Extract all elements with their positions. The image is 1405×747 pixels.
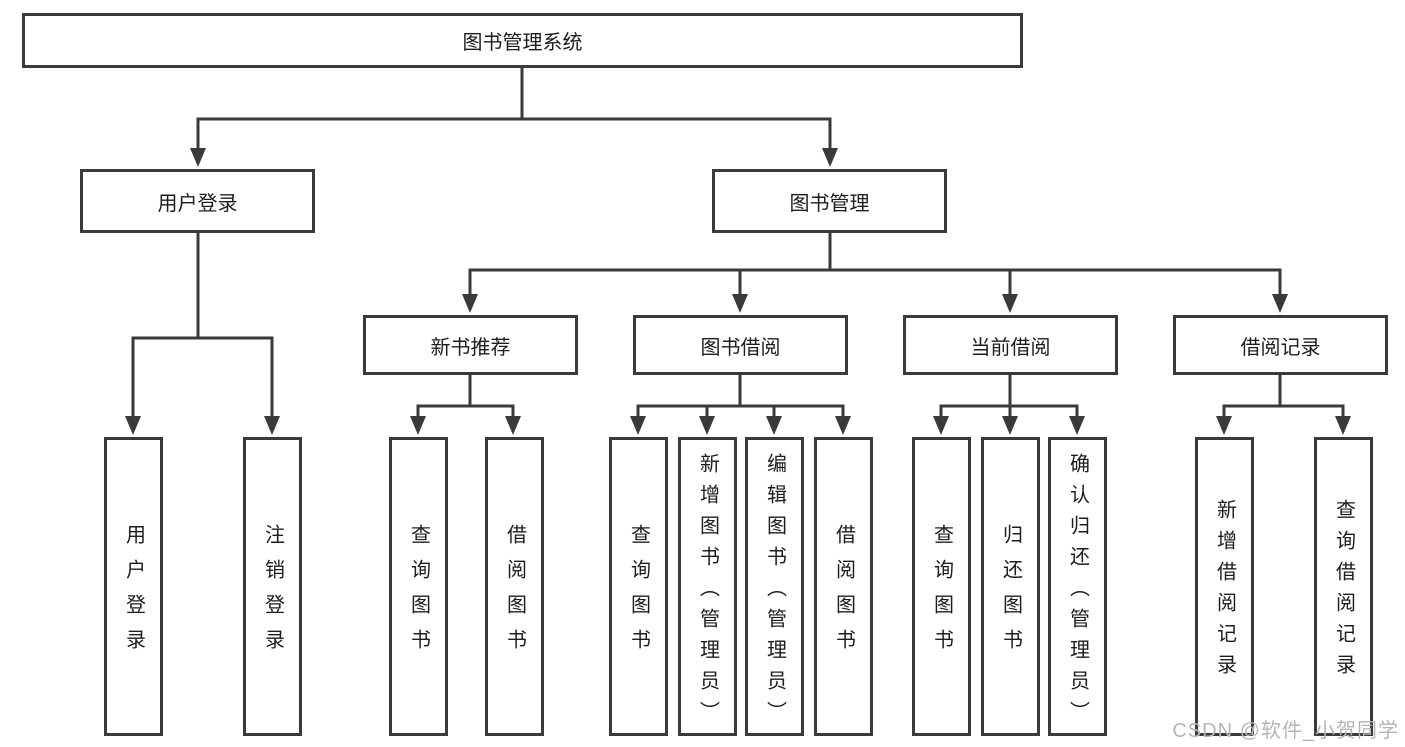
node-new-book-recommend: 新书推荐	[363, 315, 578, 375]
leaf-logout: 注销登录	[243, 437, 302, 736]
leaf-query-books-1: 查询图书	[389, 437, 448, 736]
connector-new-book-group	[416, 373, 515, 420]
arrowheads	[125, 148, 1351, 435]
leaf-user-login-label: 用户登录	[122, 524, 145, 664]
node-current-borrow-label: 当前借阅	[970, 336, 1051, 359]
connector-current-borrow-group	[939, 373, 1079, 420]
leaf-edit-books-admin: 编辑图书（管理员）	[745, 437, 804, 736]
leaf-borrow-books-2-label: 借阅图书	[832, 524, 855, 664]
node-root: 图书管理系统	[22, 13, 1023, 68]
leaf-query-books-1-label: 查询图书	[407, 524, 430, 664]
node-borrow-records-label: 借阅记录	[1240, 336, 1321, 359]
leaf-query-books-3-label: 查询图书	[930, 524, 953, 664]
connector-borrow-record-group	[1222, 373, 1345, 420]
node-borrow-records: 借阅记录	[1173, 315, 1388, 375]
leaf-borrow-books-1-label: 借阅图书	[503, 524, 526, 664]
leaf-user-login: 用户登录	[104, 437, 163, 736]
node-root-label: 图书管理系统	[462, 32, 583, 54]
leaf-query-borrow-record: 查询借阅记录	[1314, 437, 1373, 736]
node-user-login-label: 用户登录	[157, 192, 238, 215]
leaf-confirm-return-admin-label: 确认归还（管理员）	[1066, 452, 1089, 732]
connector-root	[196, 66, 832, 152]
node-book-management-label: 图书管理	[789, 192, 870, 215]
node-user-login: 用户登录	[80, 169, 315, 233]
leaf-add-borrow-record-label: 新增借阅记录	[1213, 499, 1236, 685]
csdn-watermark: CSDN @软件_小贺同学	[1172, 720, 1399, 742]
leaf-borrow-books-2: 借阅图书	[814, 437, 873, 736]
leaf-edit-books-admin-label: 编辑图书（管理员）	[763, 452, 786, 732]
leaf-add-books-admin-label: 新增图书（管理员）	[696, 452, 719, 732]
leaf-return-books-label: 归还图书	[999, 524, 1022, 664]
leaf-return-books: 归还图书	[981, 437, 1040, 736]
node-current-borrow: 当前借阅	[903, 315, 1118, 375]
leaf-add-books-admin: 新增图书（管理员）	[678, 437, 737, 736]
leaf-query-books-2-label: 查询图书	[627, 524, 650, 664]
leaf-query-books-2: 查询图书	[609, 437, 668, 736]
leaf-query-borrow-record-label: 查询借阅记录	[1332, 499, 1355, 685]
connector-book-management	[468, 231, 1282, 298]
leaf-logout-label: 注销登录	[261, 524, 284, 664]
leaf-confirm-return-admin: 确认归还（管理员）	[1048, 437, 1107, 736]
connector-book-borrow-group	[636, 373, 845, 420]
node-book-management: 图书管理	[712, 169, 947, 233]
leaf-add-borrow-record: 新增借阅记录	[1195, 437, 1254, 736]
node-book-borrow-label: 图书借阅	[700, 336, 781, 359]
leaf-query-books-3: 查询图书	[912, 437, 971, 736]
leaf-borrow-books-1: 借阅图书	[485, 437, 544, 736]
node-book-borrow: 图书借阅	[633, 315, 848, 375]
connector-user-login	[131, 231, 274, 420]
node-new-book-recommend-label: 新书推荐	[430, 336, 511, 359]
